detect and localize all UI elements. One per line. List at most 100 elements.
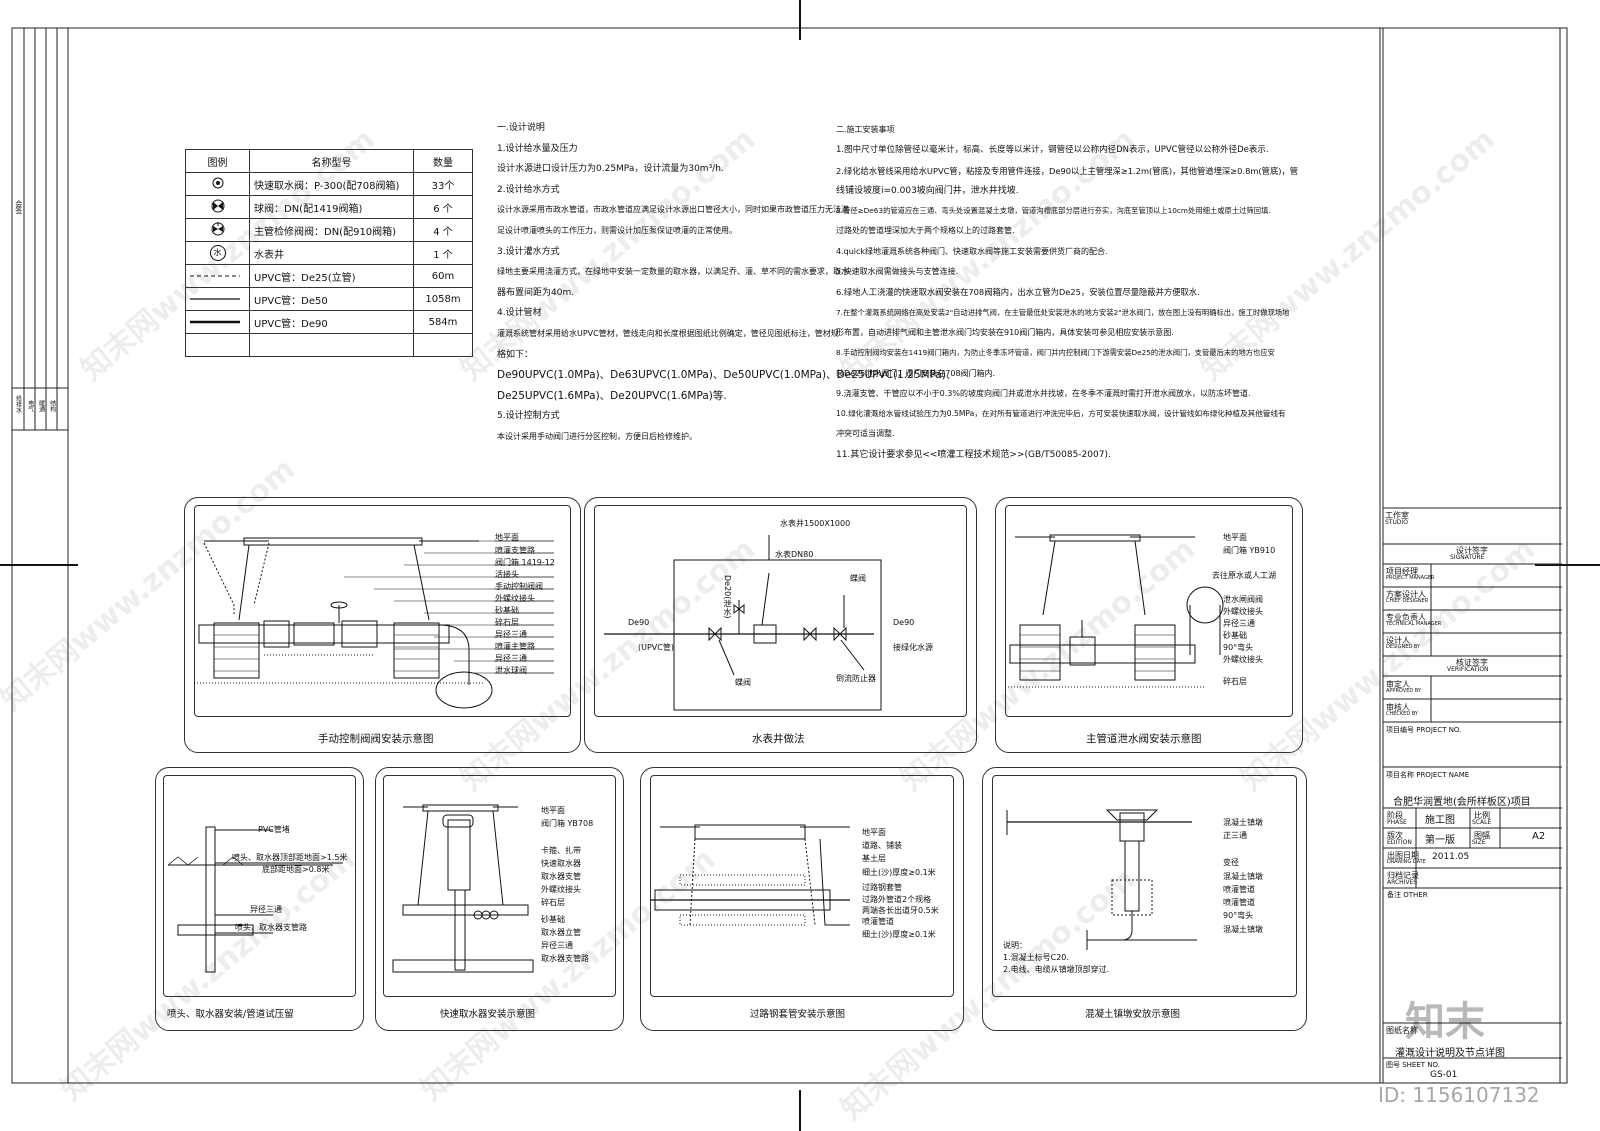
tb-verification: 核证签字 bbox=[1456, 658, 1488, 667]
sprinkler-label: 底部距地面>0.8米 bbox=[262, 865, 330, 874]
left-strip-label: 给排水 bbox=[14, 395, 22, 413]
tb-size-value: A2 bbox=[1532, 831, 1546, 842]
note-line: 足设计喷灌喷头的工作压力，则需设计加压泵保证喷灌的正常使用。 bbox=[497, 225, 737, 235]
note-line: 5.设计控制方式 bbox=[497, 411, 560, 422]
road-crossing-label: 细土(沙)厚度≥0.1米 bbox=[862, 930, 936, 939]
thrust-block-label: 90°弯头 bbox=[1223, 911, 1254, 920]
sprinkler-label: 异径三通 bbox=[250, 905, 282, 914]
manual-valve-label: 泄水球阀 bbox=[495, 666, 527, 675]
manual-valve-label: 外螺纹接头 bbox=[495, 594, 535, 603]
note-line: De90UPVC(1.0MPa)、De63UPVC(1.0MPa)、De50UP… bbox=[497, 369, 957, 382]
tb-date-en: DRAWING DATE bbox=[1387, 859, 1426, 865]
tb-sheet-no-label: 图号 SHEET NO. bbox=[1386, 1061, 1440, 1069]
quick-coupler-drawing bbox=[392, 804, 534, 973]
legend-header: 名称型号 bbox=[249, 149, 414, 173]
tb-drawing-name: 灌溉设计说明及节点详图 bbox=[1395, 1048, 1505, 1059]
legend-name: 球阀：DN(配1419阀箱) bbox=[249, 195, 414, 219]
road-crossing-label: 地平面 bbox=[862, 828, 886, 837]
circle-dot-icon bbox=[185, 172, 250, 196]
manual-valve-label: 活接头 bbox=[495, 570, 519, 579]
road-crossing-drawing bbox=[650, 824, 850, 926]
left-strip-label: 电气 bbox=[26, 400, 34, 412]
tb-size: 图幅 bbox=[1474, 831, 1490, 840]
manual-valve-drawing bbox=[194, 537, 554, 709]
tb-archives-en: ARCHIVES bbox=[1387, 879, 1418, 886]
tb-phase-value: 施工图 bbox=[1425, 815, 1455, 826]
main-drain-label: 外螺纹接头 bbox=[1223, 655, 1263, 664]
water-meter-label: 接绿化水源 bbox=[893, 643, 933, 652]
road-crossing-label: 道路、铺装 bbox=[862, 841, 902, 850]
tb-drawing-name-label: 图纸名称 bbox=[1386, 1026, 1418, 1035]
note-line: 8.手动控制阀均安装在1419阀门箱内，为防止冬季冻坏管道，阀门井内控制阀门下游… bbox=[836, 348, 1275, 358]
construction-notes: 二.施工安装事项 1.图中尺寸单位除管径以毫米计，标高、长度等以米计，钢管径以公… bbox=[836, 120, 1298, 465]
tb-role: 方案设计人 bbox=[1386, 590, 1426, 599]
title-block-grid bbox=[1383, 507, 1562, 1059]
panel-title: 喷头、取水器安装/管道试压留 bbox=[167, 1009, 294, 1020]
legend-name: 水表井 bbox=[249, 241, 414, 265]
panel-thrust-block bbox=[982, 767, 1307, 1031]
panel-title: 水表井做法 bbox=[752, 733, 805, 745]
tb-date: 出图日期 bbox=[1387, 851, 1419, 860]
tb-signature-en: SIGNATURE bbox=[1450, 554, 1485, 561]
sprinkler-label: PVC管堵 bbox=[258, 825, 290, 834]
panel-quick-coupler bbox=[375, 767, 624, 1031]
tb-signature: 设计签字 bbox=[1456, 546, 1488, 555]
note-line: 3.设计灌水方式 bbox=[497, 246, 560, 257]
legend-row: 球阀：DN(配1419阀箱) 6 个 bbox=[185, 195, 473, 219]
note-line: 线铺设坡度i=0.003坡向阀门井，泄水井找坡. bbox=[836, 185, 1019, 196]
note-line: 二.施工安装事项 bbox=[836, 125, 895, 134]
panel-quick-coupler-inner bbox=[383, 775, 616, 997]
main-drain-label: 去往原水或人工湖 bbox=[1212, 571, 1276, 580]
note-line: 9.浇灌支管、干管应以不小于0.3%的坡度向阀门井或泄水井找坡，在冬季不灌溉时需… bbox=[836, 388, 1251, 398]
legend-row: UPVC管：De50 1058m bbox=[185, 287, 473, 311]
manual-valve-label: 阀门箱 1419-12 bbox=[495, 558, 555, 567]
tb-other: 备注 OTHER bbox=[1387, 891, 1428, 899]
thick-line-icon bbox=[185, 310, 250, 334]
water-meter-label: 倒流防止器 bbox=[836, 674, 876, 683]
thrust-block-label: 喷灌管道 bbox=[1223, 885, 1255, 894]
tb-edition-en: EDITION bbox=[1387, 839, 1412, 846]
tb-phase-en: PHASE bbox=[1387, 819, 1407, 826]
legend-header: 数量 bbox=[413, 149, 473, 173]
thrust-block-label: 喷灌管道 bbox=[1223, 898, 1255, 907]
manual-valve-label: 喷灌主管路 bbox=[495, 642, 535, 651]
gate-valve-icon bbox=[185, 218, 250, 242]
sprinkler-label: 喷头、取水器顶部距地面>1.5米 bbox=[232, 853, 348, 862]
thrust-block-drawing bbox=[1006, 809, 1197, 950]
note-line: De25UPVC(1.6MPa)、De20UPVC(1.6MPa)等. bbox=[497, 389, 727, 402]
note-line: 7.在整个灌溉系统网络在高处安装2"自动进排气阀，在主管最低处安装泄水的地方安装… bbox=[836, 307, 1290, 317]
note-line: 1.设计给水量及压力 bbox=[497, 143, 578, 154]
panel-water-meter-inner bbox=[594, 505, 967, 717]
water-meter-label: De90 bbox=[893, 618, 915, 627]
water-meter-label: 水表DN80 bbox=[775, 550, 814, 559]
legend-name: UPVC管：De50 bbox=[249, 287, 414, 311]
tb-role-en: CHIEF DESIGNER bbox=[1386, 598, 1429, 604]
left-strip bbox=[11, 27, 69, 431]
manual-valve-label: 地平面 bbox=[495, 533, 519, 542]
legend-name: 快速取水阀：P-300(配708阀箱) bbox=[249, 172, 414, 196]
sprinkler-drawing bbox=[167, 826, 343, 973]
quick-coupler-label: 卡箍、扎带 bbox=[541, 846, 581, 855]
tb-verification-en: VERIFICATION bbox=[1447, 666, 1489, 673]
panel-title: 手动控制阀阀安装示意图 bbox=[318, 733, 434, 745]
panel-manual-valve-inner bbox=[194, 505, 571, 717]
legend-qty: 33个 bbox=[413, 172, 473, 196]
water-meter-icon: 水 bbox=[185, 241, 250, 265]
main-drain-label: 异径三通 bbox=[1223, 619, 1255, 628]
tb-phase: 阶段 bbox=[1387, 811, 1403, 820]
water-meter-symbol: 水 bbox=[209, 245, 226, 261]
water-meter-label: (UPVC管) bbox=[638, 643, 674, 652]
quick-coupler-label: 取水器支管 bbox=[541, 872, 581, 881]
note-line: 3.管径≥De63的管道应在三通、弯头处设置混凝土支墩，管道沟槽底部分层进行夯实… bbox=[836, 206, 1271, 216]
legend-qty: 4 个 bbox=[413, 218, 473, 242]
thrust-block-label: 正三通 bbox=[1223, 831, 1247, 840]
tb-role-en: DESIGNED BY bbox=[1386, 644, 1421, 650]
water-meter-label: De90 bbox=[628, 618, 650, 627]
panel-main-drain-inner bbox=[1005, 505, 1293, 717]
legend-row: 水 水表井 1 个 bbox=[185, 241, 473, 265]
tb-edition-value: 第一版 bbox=[1425, 835, 1455, 846]
road-crossing-label: 过路钢套管 bbox=[862, 883, 902, 892]
legend-row: UPVC管：De90 584m bbox=[185, 310, 473, 334]
legend-row bbox=[185, 333, 473, 357]
